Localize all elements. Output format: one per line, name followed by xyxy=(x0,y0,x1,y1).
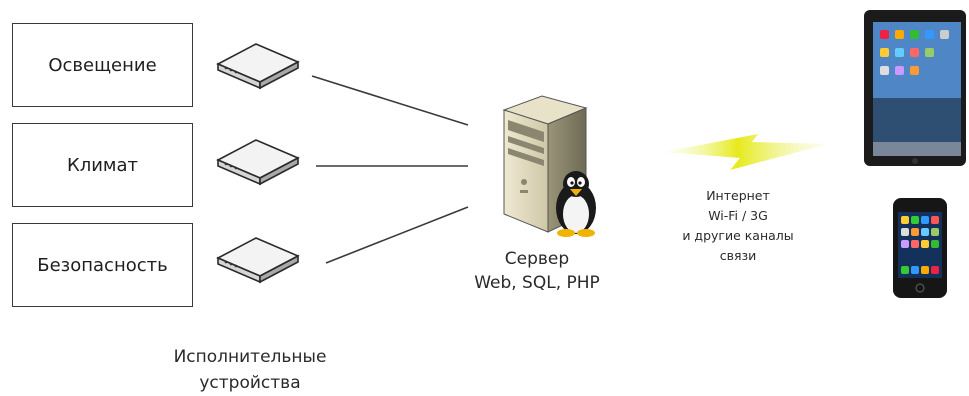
server-caption-title: Сервер xyxy=(504,249,570,269)
subsystem-label-climate: Климат xyxy=(66,154,139,176)
linux-penguin-icon xyxy=(556,171,596,237)
connection-line-security xyxy=(325,206,469,264)
actuator-module-icon xyxy=(216,43,300,90)
actuators-caption-line2: устройства xyxy=(199,373,301,393)
actuators-caption: Исполнительные устройства xyxy=(150,344,350,396)
lightning-bolt-icon xyxy=(664,134,828,170)
connection-line-lighting xyxy=(311,75,469,126)
subsystem-box-climate: Климат xyxy=(12,123,193,207)
smartphone-icon xyxy=(893,198,947,298)
actuator-module-icon xyxy=(216,139,300,186)
server-caption: Сервер Web, SQL, PHP xyxy=(462,247,612,295)
channel-caption-wifi: Wi-Fi / 3G xyxy=(708,208,768,223)
channel-caption-other: и другие каналы xyxy=(682,228,794,243)
server-caption-services: Web, SQL, PHP xyxy=(474,273,600,293)
channel-caption-link: связи xyxy=(719,248,757,263)
subsystem-box-security: Безопасность xyxy=(12,223,193,307)
subsystem-label-lighting: Освещение xyxy=(48,54,157,76)
actuator-module-icon xyxy=(216,237,300,284)
server-icon xyxy=(502,95,596,237)
actuators-caption-line1: Исполнительные xyxy=(173,347,327,367)
channel-caption-internet: Интернет xyxy=(706,188,770,203)
subsystem-label-security: Безопасность xyxy=(37,254,168,276)
subsystem-box-lighting: Освещение xyxy=(12,23,193,107)
tablet-icon xyxy=(864,10,966,166)
channel-caption: Интернет Wi-Fi / 3G и другие каналы связ… xyxy=(663,186,813,266)
